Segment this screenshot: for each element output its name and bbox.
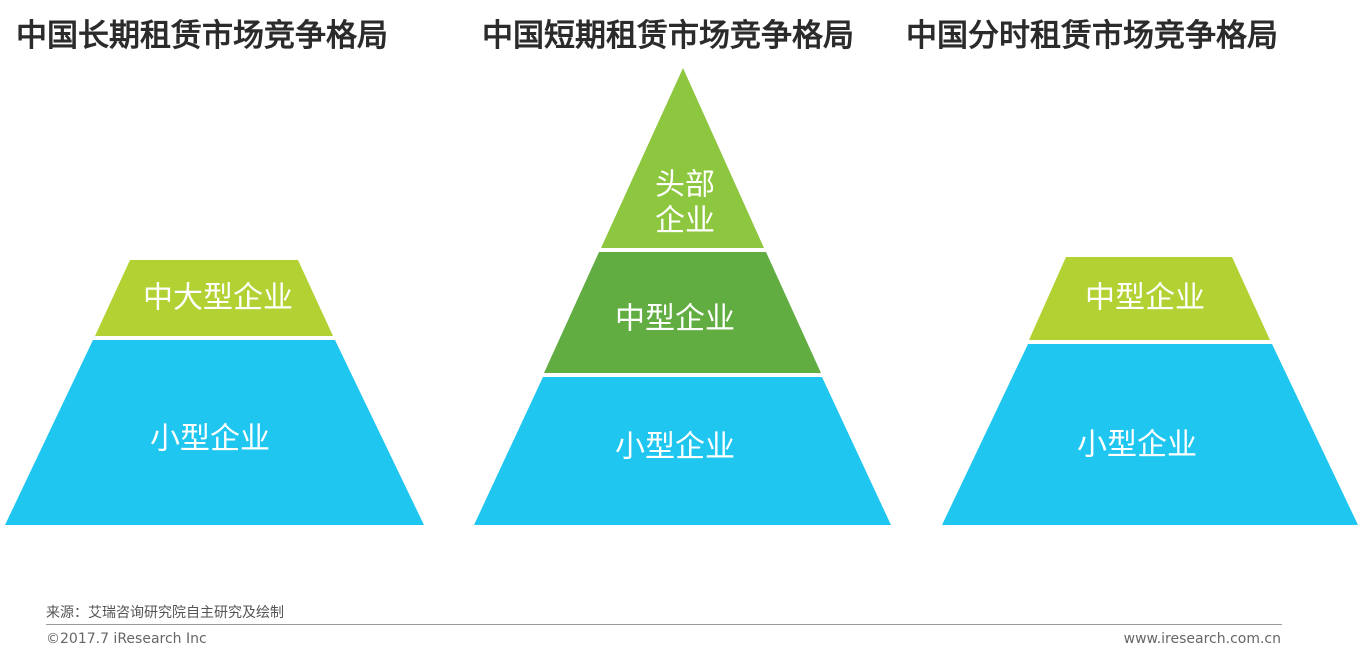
pyramid-short-term-middle-segment bbox=[544, 252, 821, 373]
pyramid-time-share: 中型企业 小型企业 bbox=[942, 257, 1358, 525]
pyramid-short-term-top-segment bbox=[601, 68, 764, 248]
pyramid-long-term: 中大型企业 小型企业 bbox=[5, 260, 424, 525]
label-time-share-top: 中型企业 bbox=[1085, 281, 1205, 316]
pyramid-short-term: 头部 企业 中型企业 小型企业 bbox=[474, 68, 891, 525]
pyramid-long-term-top-segment bbox=[95, 260, 333, 336]
footer-divider bbox=[46, 624, 1282, 625]
copyright-text: ©2017.7 iResearch Inc bbox=[46, 631, 207, 647]
source-note: 来源：艾瑞咨询研究院自主研究及绘制 bbox=[46, 605, 284, 621]
title-time-share-lease: 中国分时租赁市场竞争格局 bbox=[906, 18, 1278, 54]
label-short-term-top-line1: 头部 bbox=[655, 168, 715, 203]
label-short-term-top-line2: 企业 bbox=[655, 204, 715, 239]
label-short-term-middle: 中型企业 bbox=[615, 302, 735, 337]
label-short-term-bottom: 小型企业 bbox=[615, 430, 735, 465]
pyramid-time-share-bottom-segment bbox=[942, 344, 1358, 525]
label-long-term-top: 中大型企业 bbox=[143, 281, 293, 316]
title-long-term-lease: 中国长期租赁市场竞争格局 bbox=[16, 18, 388, 54]
pyramid-time-share-top-segment bbox=[1029, 257, 1270, 340]
label-time-share-bottom: 小型企业 bbox=[1077, 428, 1197, 463]
pyramid-short-term-bottom-segment bbox=[474, 377, 891, 525]
label-long-term-bottom: 小型企业 bbox=[150, 422, 270, 457]
title-short-term-lease: 中国短期租赁市场竞争格局 bbox=[482, 18, 854, 54]
pyramid-long-term-bottom-segment bbox=[5, 340, 424, 525]
footer-url-link[interactable]: www.iresearch.com.cn bbox=[1123, 631, 1281, 647]
